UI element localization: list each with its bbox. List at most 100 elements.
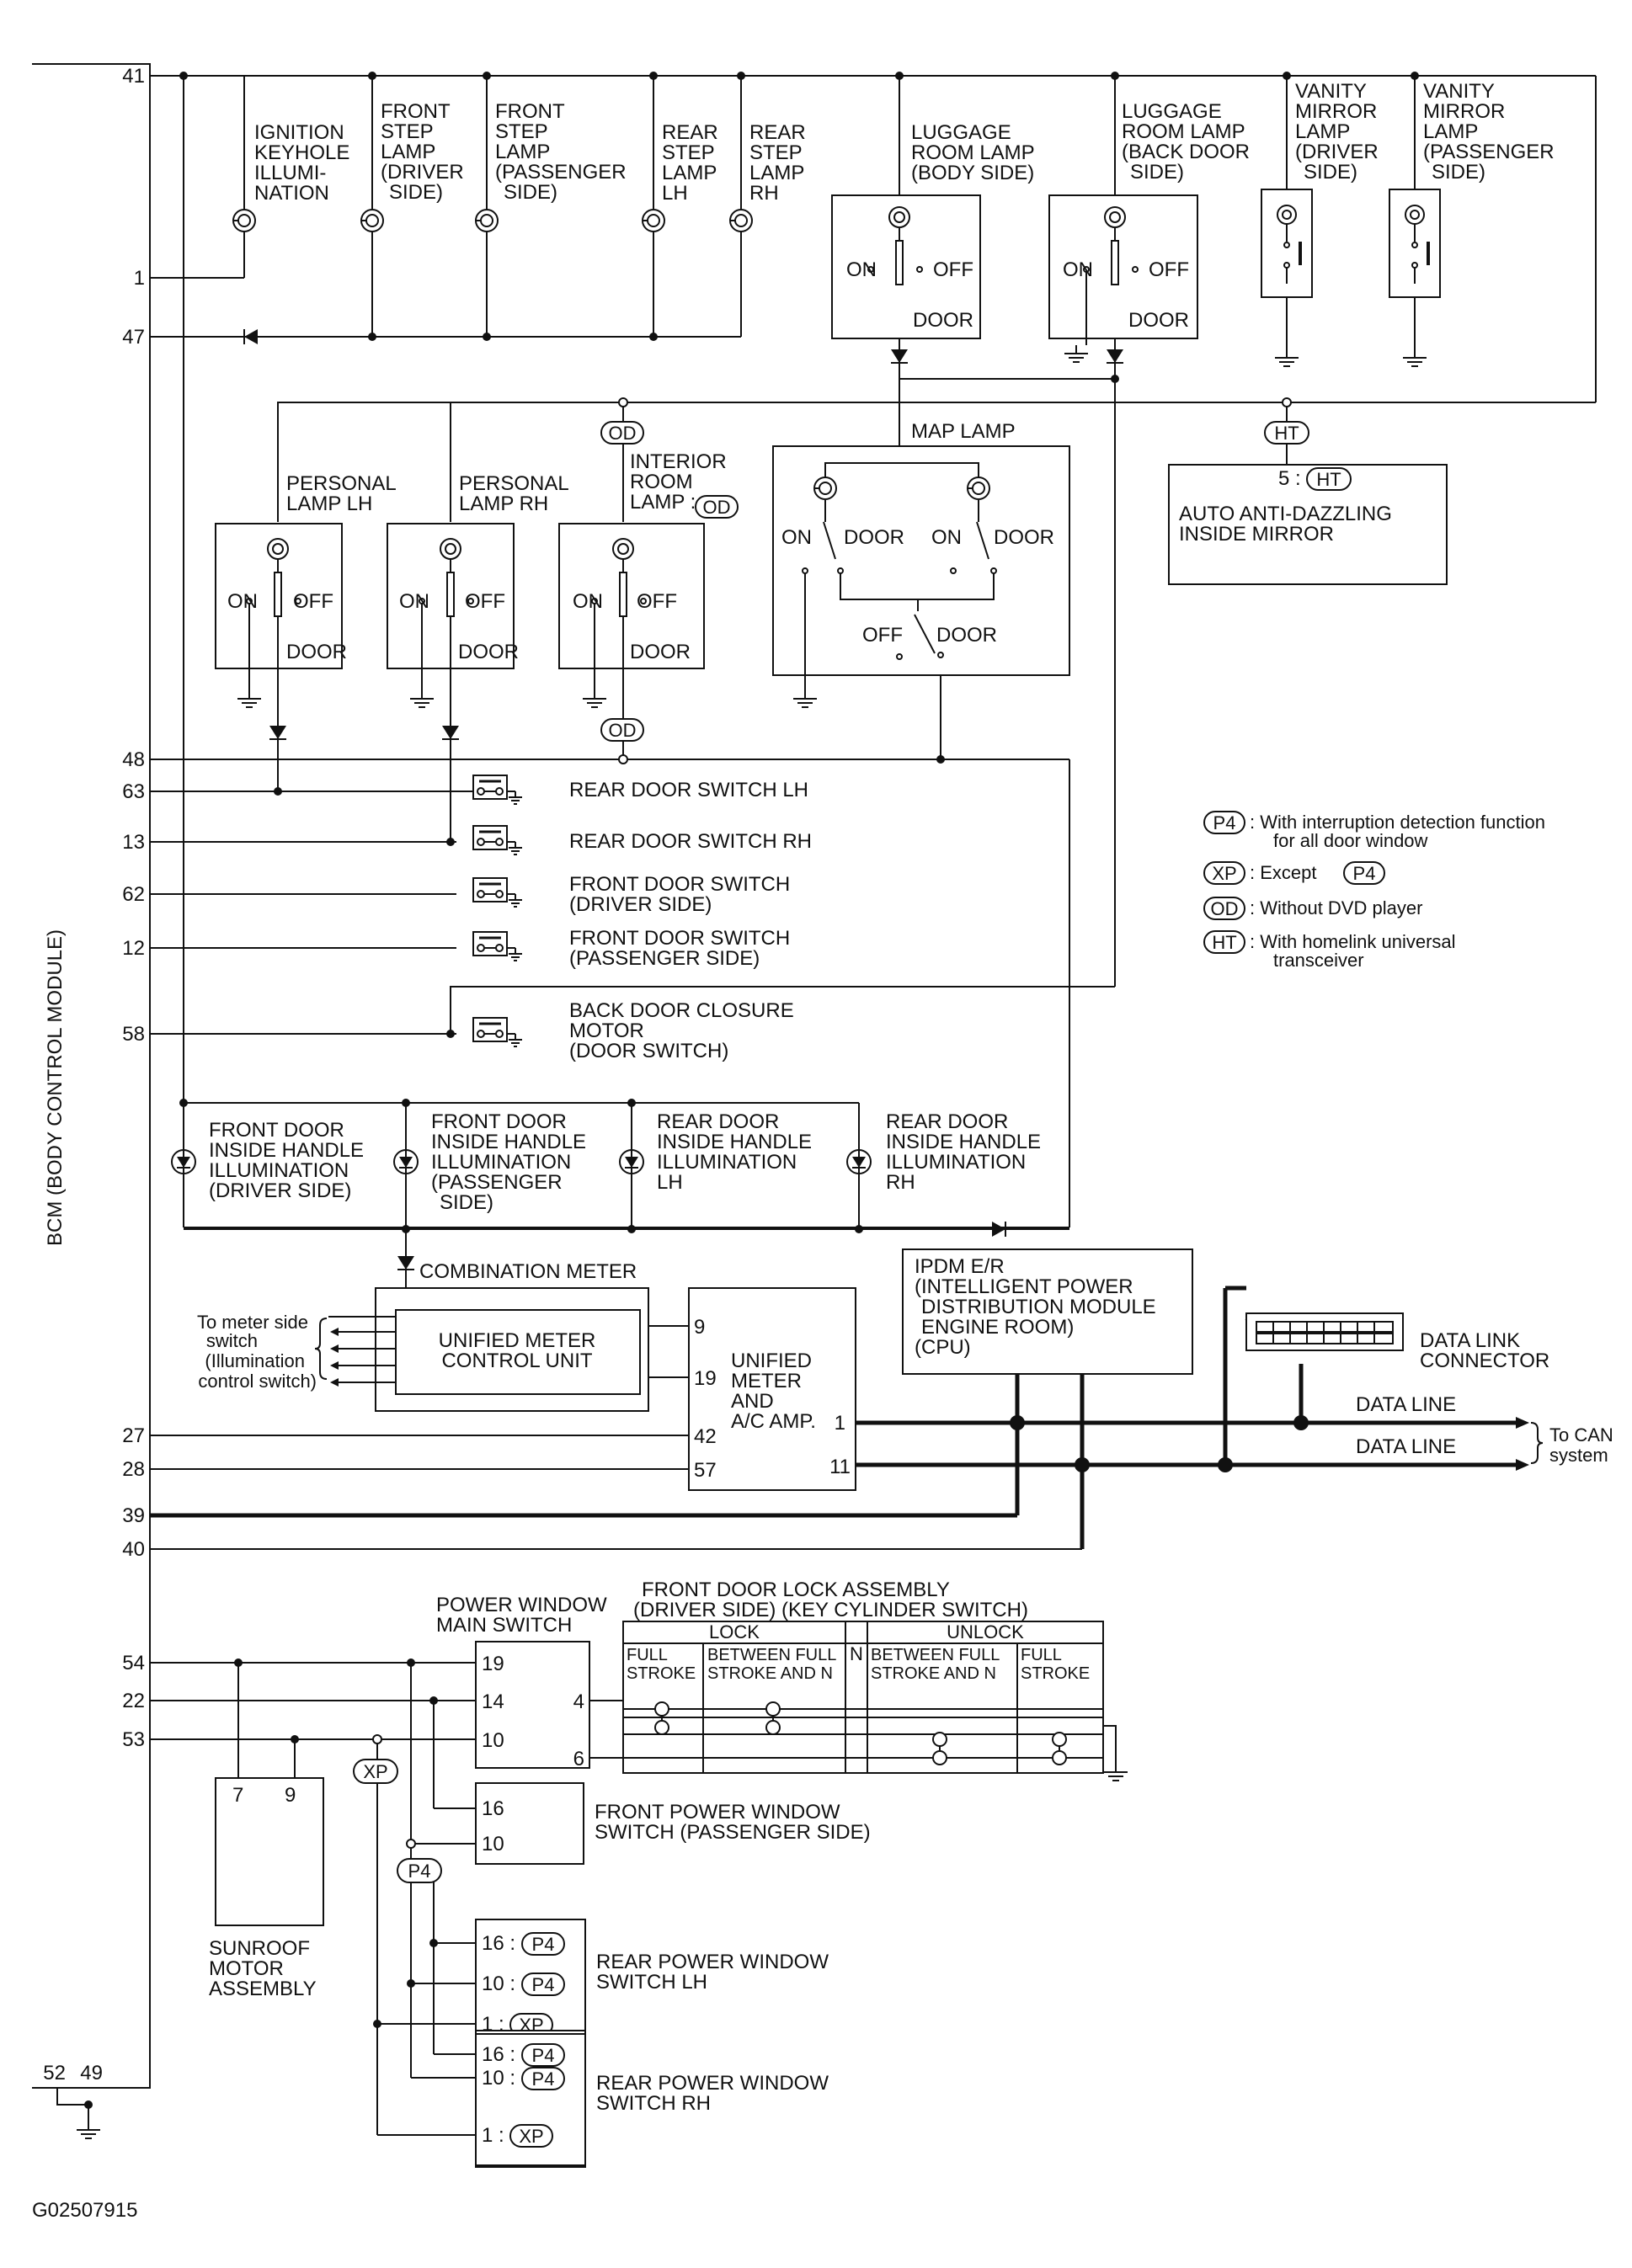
- front-step-passenger-bulb-icon: [475, 209, 499, 232]
- svg-text:10: 10: [482, 1729, 504, 1752]
- svg-text:16 :: 16 :: [482, 1932, 515, 1955]
- svg-text:ON: ON: [399, 590, 429, 613]
- svg-text:6: 6: [573, 1748, 584, 1770]
- svg-text:UNLOCK: UNLOCK: [947, 1621, 1024, 1642]
- svg-text:5 :: 5 :: [1278, 467, 1301, 490]
- svg-text:: Except: : Except: [1250, 862, 1316, 883]
- svg-text:9: 9: [694, 1316, 705, 1339]
- pin-48: 48: [122, 748, 145, 771]
- svg-text:OD: OD: [1211, 898, 1239, 919]
- svg-text:P4: P4: [1213, 812, 1236, 833]
- option-ovals: OD OD OD HT HT: [600, 421, 1352, 742]
- svg-text:REAR DOOR SWITCH RH: REAR DOOR SWITCH RH: [569, 830, 812, 853]
- pin-53: 53: [122, 1728, 145, 1751]
- svg-text:ON: ON: [227, 590, 258, 613]
- svg-text:DOOR: DOOR: [286, 641, 347, 663]
- svg-text:DOOR: DOOR: [936, 624, 997, 647]
- svg-text:7: 7: [232, 1784, 243, 1807]
- svg-text:OFF: OFF: [293, 590, 333, 613]
- svg-text:OD: OD: [609, 423, 637, 444]
- svg-text:P4: P4: [532, 2045, 555, 2066]
- svg-text:10 :: 10 :: [482, 1973, 515, 1995]
- svg-text:ON: ON: [846, 258, 877, 281]
- svg-text:P4: P4: [408, 1861, 431, 1882]
- svg-text:XP: XP: [363, 1761, 387, 1782]
- svg-text:XP: XP: [1212, 863, 1236, 884]
- svg-text:14: 14: [482, 1690, 504, 1713]
- pin-40: 40: [122, 1538, 145, 1561]
- svg-text:OFF: OFF: [862, 624, 903, 647]
- wires: [32, 63, 1597, 2136]
- svg-text:HT: HT: [1316, 469, 1341, 490]
- legend: P4 : With interruption detection functio…: [1203, 811, 1545, 971]
- pin-52: 52: [43, 2062, 66, 2084]
- svg-text:OD: OD: [703, 497, 731, 518]
- svg-text:DOOR: DOOR: [994, 526, 1054, 549]
- pin-62: 62: [122, 883, 145, 906]
- svg-text:: Without DVD player: : Without DVD player: [1250, 897, 1422, 918]
- svg-text:FRONT DOOR SWITCH(PASSENGER SI: FRONT DOOR SWITCH(PASSENGER SIDE): [569, 927, 790, 970]
- svg-text:ON: ON: [1063, 258, 1093, 281]
- svg-text:DOOR: DOOR: [1128, 309, 1189, 332]
- svg-text:9: 9: [285, 1784, 296, 1807]
- svg-text:42: 42: [694, 1425, 717, 1448]
- pin-13: 13: [122, 831, 145, 854]
- svg-text:19: 19: [482, 1653, 504, 1675]
- pin-58: 58: [122, 1023, 145, 1046]
- svg-text:HT: HT: [1212, 932, 1236, 953]
- svg-text:19: 19: [694, 1367, 717, 1390]
- svg-text:ON: ON: [781, 526, 812, 549]
- svg-text:HT: HT: [1274, 423, 1299, 444]
- svg-text:DOOR: DOOR: [458, 641, 519, 663]
- svg-text:MAP LAMP: MAP LAMP: [911, 420, 1016, 443]
- pin-47: 47: [122, 326, 145, 349]
- svg-text:10 :: 10 :: [482, 2067, 515, 2090]
- junctions: [84, 72, 1419, 2109]
- ignition-bulb-icon: [232, 209, 256, 232]
- bcm-pins: 41 1 47 48 63 13 62 12 58 27 28 39 40 54…: [43, 65, 145, 2084]
- pin-1: 1: [134, 267, 145, 290]
- svg-text:P4: P4: [1353, 863, 1376, 884]
- dlc-pins-icon: [1256, 1321, 1394, 1344]
- bcm-label: BCM (BODY CONTROL MODULE): [44, 929, 67, 1246]
- rear-step-rh-bulb-icon: [729, 209, 753, 232]
- svg-text:11: 11: [829, 1456, 851, 1478]
- pin-41: 41: [122, 65, 145, 88]
- svg-text:FRONT DOOR LOCK ASSEMBLY(DRIVE: FRONT DOOR LOCK ASSEMBLY(DRIVER SIDE) (K…: [633, 1579, 1028, 1621]
- svg-text:N: N: [850, 1643, 863, 1664]
- svg-text:XP: XP: [519, 2126, 543, 2147]
- pin-63: 63: [122, 780, 145, 803]
- pin-54: 54: [122, 1652, 145, 1674]
- svg-text:57: 57: [694, 1459, 717, 1482]
- svg-text:ON: ON: [573, 590, 603, 613]
- svg-text:OFF: OFF: [637, 590, 677, 613]
- svg-text:DOOR: DOOR: [913, 309, 973, 332]
